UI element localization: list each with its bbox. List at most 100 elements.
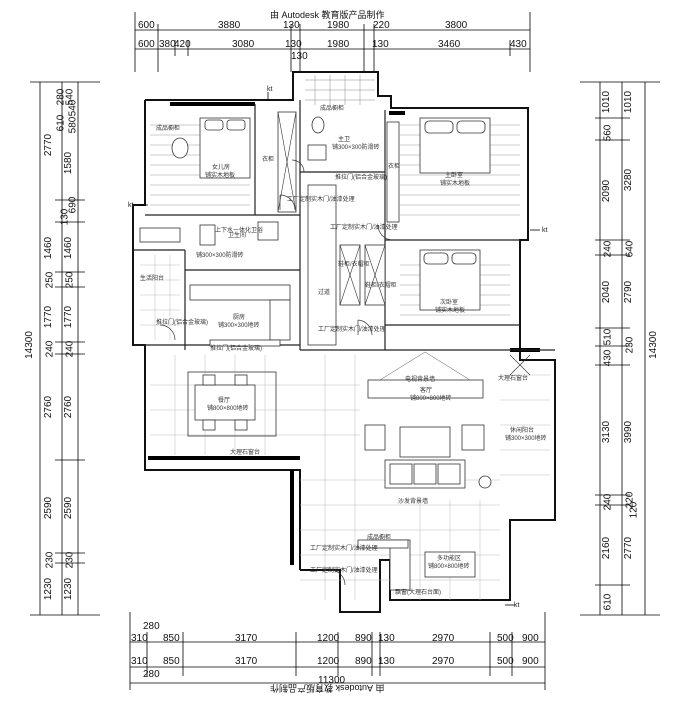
bottom-dim2-9: 900 bbox=[522, 656, 539, 667]
bottom-dim2-1: 310 bbox=[131, 656, 148, 667]
cabinet-label: 成品橱柜 bbox=[320, 106, 345, 112]
room-study-note: 铺800×800地砖 bbox=[428, 564, 470, 570]
top-dim2-7: 130 bbox=[372, 39, 389, 50]
room-living-name: 客厅 bbox=[420, 388, 433, 394]
right-total: 14300 bbox=[647, 331, 659, 359]
bottom-dim-3: 3170 bbox=[235, 633, 258, 644]
bottom-dim2-4: 1200 bbox=[317, 656, 340, 667]
room-toilet-main-name: 主卫 bbox=[338, 137, 351, 143]
room-hall-name: 过道 bbox=[318, 290, 331, 296]
right-outer-9: 240 bbox=[602, 493, 614, 511]
top-dim3-1: 130 bbox=[291, 51, 308, 62]
top-header: 由 Autodesk 教育版产品制作 bbox=[270, 10, 385, 20]
cabinet-label-3: 成品橱柜 bbox=[367, 535, 392, 541]
right-outer-8: 3130 bbox=[601, 420, 613, 444]
bottom-dim-4: 1200 bbox=[317, 633, 340, 644]
left-outer-1: 2770 bbox=[43, 133, 55, 157]
left-outer-8: 230 bbox=[44, 551, 56, 569]
right-outer-1: 1010 bbox=[601, 90, 613, 114]
shoe-cabinet-label-2: 鞋柜/衣帽柜 bbox=[365, 283, 397, 289]
room-kitchen-note: 铺300×300地砖 bbox=[218, 323, 260, 329]
tv-wall-label: 电视背景墙 bbox=[405, 377, 436, 383]
top-dim2-9: 430 bbox=[510, 39, 527, 50]
left-inner-7: 250 bbox=[64, 271, 76, 289]
door-note-5: 工厂定制实木门/油漆处理 bbox=[310, 568, 378, 574]
bay-window-label: 飘窗(大理石台面) bbox=[395, 590, 441, 596]
right-outer-11: 610 bbox=[602, 593, 614, 611]
top-dim-2: 3880 bbox=[218, 20, 241, 31]
room-living-note: 铺800×800地砖 bbox=[410, 396, 452, 402]
left-inner-12: 230 bbox=[64, 551, 76, 569]
right-extra-1: 120 bbox=[628, 501, 640, 519]
bottom-dim-9: 900 bbox=[522, 633, 539, 644]
left-total: 14300 bbox=[23, 331, 35, 359]
glass-door-label-3: 推拉门(铝合金玻璃) bbox=[335, 175, 387, 181]
right-inner-8: 2770 bbox=[623, 536, 635, 560]
top-dim-5: 220 bbox=[373, 20, 390, 31]
right-outer-3: 2090 bbox=[601, 179, 613, 203]
door-note-1: 工厂定制实木门/油漆处理 bbox=[287, 197, 355, 203]
window-sill-label: 大理石窗台 bbox=[498, 376, 529, 382]
left-inner-11: 2590 bbox=[63, 496, 75, 520]
room-balcony-life-name: 生活阳台 bbox=[140, 276, 165, 282]
right-inner-3: 640 bbox=[624, 240, 636, 258]
window-sill-label-2: 大理石窗台 bbox=[230, 450, 261, 456]
room-kids-note: 铺实木地板 bbox=[205, 173, 236, 179]
kt-mark-3: kt bbox=[514, 602, 520, 609]
top-dim2-2: 380 bbox=[159, 39, 176, 50]
top-dim2-5: 130 bbox=[285, 39, 302, 50]
bottom-dim2-7: 2970 bbox=[432, 656, 455, 667]
shoe-cabinet-label: 鞋柜/衣帽柜 bbox=[338, 262, 370, 268]
bottom-extra-1: 280 bbox=[143, 621, 160, 632]
right-outer-6: 510 bbox=[602, 328, 614, 346]
door-note-4: 工厂定制实木门/油漆处理 bbox=[310, 546, 378, 552]
left-inner-10: 2760 bbox=[63, 395, 75, 419]
right-inner-5: 230 bbox=[624, 336, 636, 354]
left-inner-3: 610 bbox=[55, 114, 67, 132]
left-inner-9: 240 bbox=[64, 340, 76, 358]
left-small-1: 540 bbox=[67, 99, 79, 117]
right-inner-2: 3280 bbox=[623, 168, 635, 192]
right-outer-2: 560 bbox=[602, 124, 614, 142]
top-dim-6: 3800 bbox=[445, 20, 468, 31]
top-dim2-1: 600 bbox=[138, 39, 155, 50]
bottom-dim2-8: 500 bbox=[497, 656, 514, 667]
room-master-note: 铺实木地板 bbox=[440, 181, 471, 187]
left-small-3: 690 bbox=[67, 196, 79, 214]
room-study-name: 多功能区 bbox=[437, 556, 462, 562]
sofa-wall-label: 沙发背景墙 bbox=[398, 499, 429, 505]
left-outer-3: 250 bbox=[44, 271, 56, 289]
top-dim-4: 1980 bbox=[327, 20, 350, 31]
kt-mark-1: kt bbox=[267, 86, 273, 93]
bottom-dim-5: 890 bbox=[355, 633, 372, 644]
glass-door-label: 推拉门(铝合金玻璃) bbox=[210, 346, 262, 352]
wardrobe-label-2: 衣柜 bbox=[388, 164, 401, 170]
glass-door-label-2: 推拉门(铝合金玻璃) bbox=[156, 320, 208, 326]
left-outer-6: 2760 bbox=[43, 395, 55, 419]
room-dining-name: 餐厅 bbox=[218, 398, 231, 404]
right-outer-4: 240 bbox=[602, 240, 614, 258]
room-toilet-pub-note: 铺300×300防滑砖 bbox=[196, 253, 244, 259]
top-dim2-3: 420 bbox=[174, 39, 191, 50]
left-outer-2: 1460 bbox=[43, 236, 55, 260]
room-balcony-view-name: 休闲阳台 bbox=[510, 428, 535, 434]
left-outer-7: 2590 bbox=[43, 496, 55, 520]
bottom-dim-8: 500 bbox=[497, 633, 514, 644]
top-dim2-4: 3080 bbox=[232, 39, 255, 50]
left-inner-13: 1230 bbox=[63, 577, 75, 601]
top-dim2-8: 3460 bbox=[438, 39, 461, 50]
room-second-name: 次卧室 bbox=[440, 300, 459, 306]
right-inner-4: 2790 bbox=[623, 280, 635, 304]
left-small-2: 580 bbox=[67, 116, 79, 134]
right-inner-1: 1010 bbox=[623, 90, 635, 114]
bottom-dim-6: 130 bbox=[378, 633, 395, 644]
bottom-dim2-2: 850 bbox=[163, 656, 180, 667]
left-outer-9: 1230 bbox=[43, 577, 55, 601]
left-inner-8: 1770 bbox=[63, 305, 75, 329]
bottom-dim-7: 2970 bbox=[432, 633, 455, 644]
door-note-2: 工厂定制实木门/油漆处理 bbox=[330, 225, 398, 231]
bottom-dim-2: 850 bbox=[163, 633, 180, 644]
bottom-dim-1: 310 bbox=[131, 633, 148, 644]
